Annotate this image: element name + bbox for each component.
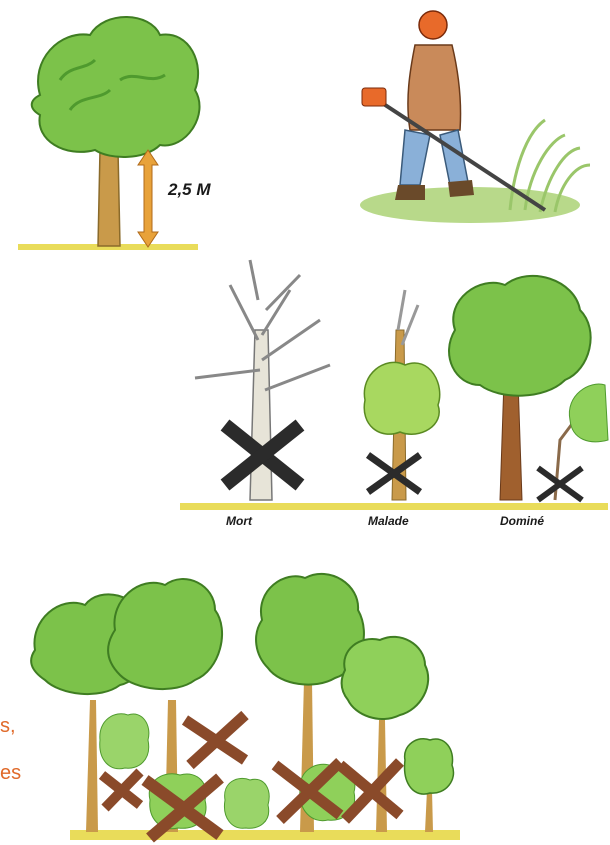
cropped-text-line-2: es [0,762,21,785]
label-dead: Mort [226,514,252,528]
cropped-text-line-1: s, [0,715,16,738]
cross-mark [102,772,140,808]
dominant-tree [449,276,591,500]
pruned-tree-illustration [18,17,200,250]
tree-trunk [98,150,120,246]
sick-tree [364,290,439,500]
ground-strip [70,830,460,840]
worker-helmet [419,11,447,39]
height-arrow [138,150,158,247]
understory-tree [224,778,269,828]
understory-tree [100,714,149,769]
stand-tree [405,739,454,832]
label-dominated: Dominé [500,514,544,528]
tree-selection-illustration [180,260,608,510]
tree-canopy [32,17,200,157]
worker-torso [408,45,461,130]
height-label: 2,5 M [168,180,211,200]
worker-brushcutter-illustration [360,11,590,223]
label-sick: Malade [368,514,409,528]
cross-mark [185,715,245,765]
dead-tree [195,260,330,500]
ground-strip [180,503,608,510]
cross-mark [538,468,582,500]
brushcutter-engine [362,88,386,106]
thinning-stand-illustration [31,574,460,840]
dominated-tree [538,384,608,500]
